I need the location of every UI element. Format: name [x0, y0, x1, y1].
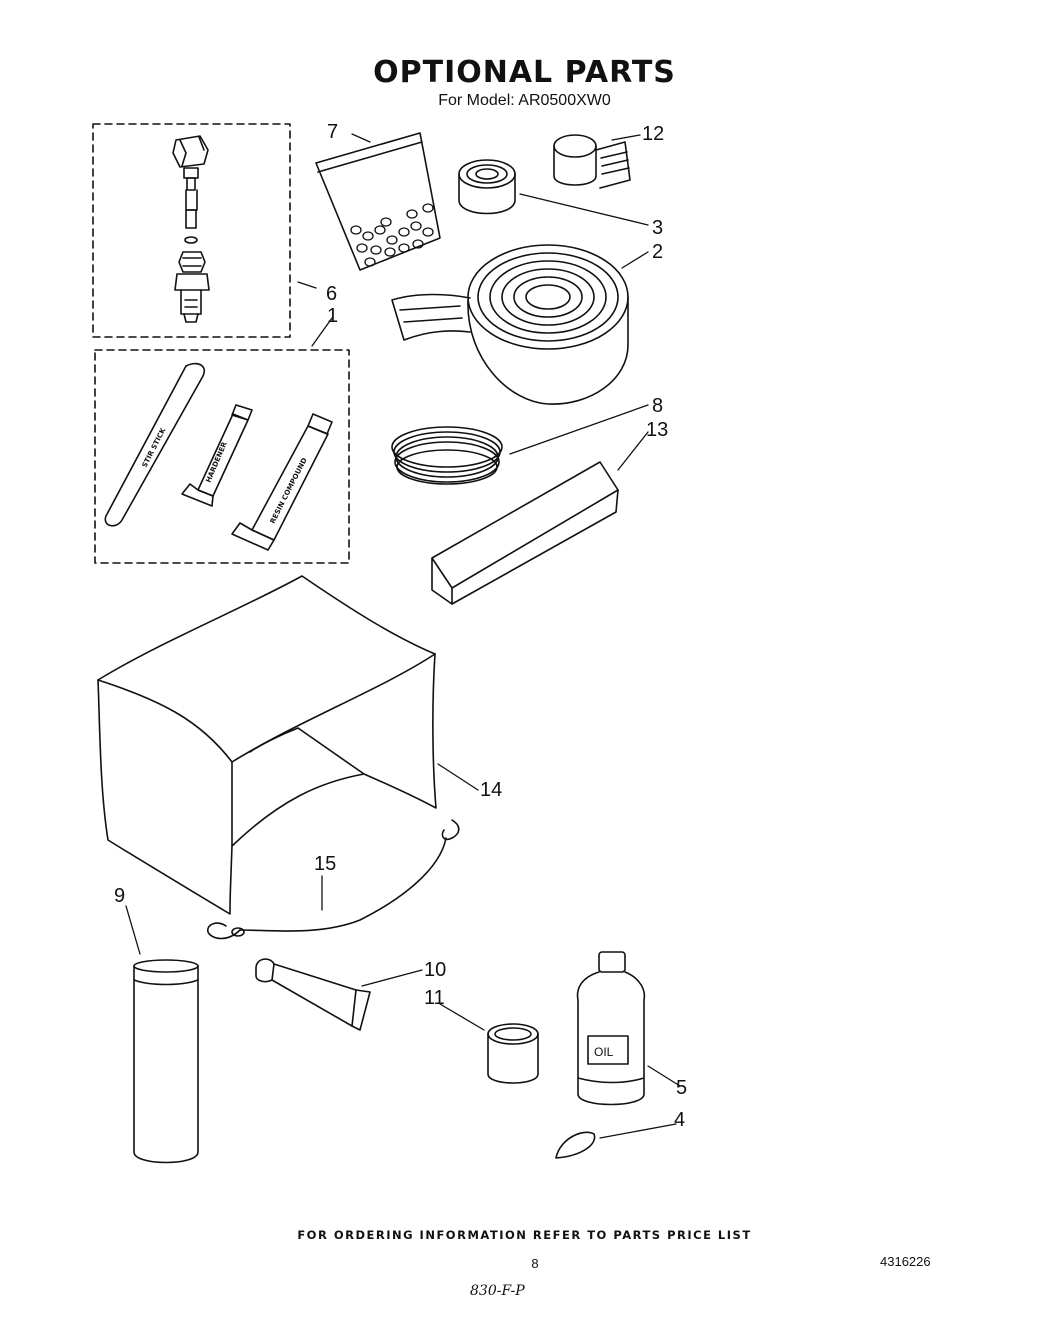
valve-kit-dashed-box [92, 123, 291, 338]
oil-label: OIL [594, 1045, 614, 1059]
stir-stick-part: STIR STICK [104, 362, 205, 527]
resin-compound-label: RESIN COMPOUND [269, 456, 309, 524]
page-title: OPTIONAL PARTS [373, 55, 676, 90]
callout-10: 10 [424, 959, 446, 981]
callout-1: 1 [327, 305, 338, 327]
callout-7: 7 [327, 121, 338, 143]
repair-kit-dashed-box [94, 349, 350, 564]
callout-2: 2 [652, 241, 663, 263]
model-subtitle: For Model: AR0500XW0 [438, 92, 611, 109]
callout-9: 9 [114, 885, 125, 907]
callout-13: 13 [646, 419, 668, 441]
callout-8: 8 [652, 395, 663, 417]
callout-12: 12 [642, 123, 664, 145]
document-number: 4316226 [880, 1254, 931, 1269]
access-valve-part [172, 135, 210, 323]
valve-kit-group [92, 123, 291, 338]
hardener-tube-part: HARDENER [181, 404, 253, 507]
bungee-cord-part [207, 819, 460, 940]
tape-roll-part [458, 159, 516, 215]
coiled-wire-part [391, 426, 503, 485]
cover-part [97, 575, 437, 915]
small-tube-part [255, 958, 371, 1031]
callout-3: 3 [652, 217, 663, 239]
foam-block-part [431, 461, 619, 605]
oil-bottle-part: OIL [576, 951, 646, 1106]
hardware-bag-part [315, 132, 441, 271]
page-number: 8 [531, 1256, 539, 1271]
callout-14: 14 [480, 779, 502, 801]
sealant-can-part [487, 1023, 539, 1084]
oil-pellet-part [555, 1131, 596, 1159]
callout-4: 4 [674, 1109, 685, 1131]
foam-seal-roll-part [391, 244, 629, 405]
callout-15: 15 [314, 853, 336, 875]
resin-compound-tube-part: RESIN COMPOUND [231, 413, 333, 551]
repair-kit-group: STIR STICK HARDENER RESIN COMPOUND [94, 349, 350, 564]
callout-6: 6 [326, 283, 337, 305]
callout-5: 5 [676, 1077, 687, 1099]
callout-11: 11 [424, 987, 445, 1009]
hardener-label: HARDENER [204, 440, 229, 484]
leader-lines [125, 133, 681, 1139]
spray-can-part [133, 959, 199, 1164]
small-tape-part [553, 134, 631, 189]
callout-numbers: 7 12 3 2 6 1 8 13 14 15 9 10 11 5 4 [114, 121, 687, 1131]
handwritten-note: 830-F-P [470, 1283, 525, 1299]
ordering-info-note: FOR ORDERING INFORMATION REFER TO PARTS … [297, 1228, 752, 1242]
